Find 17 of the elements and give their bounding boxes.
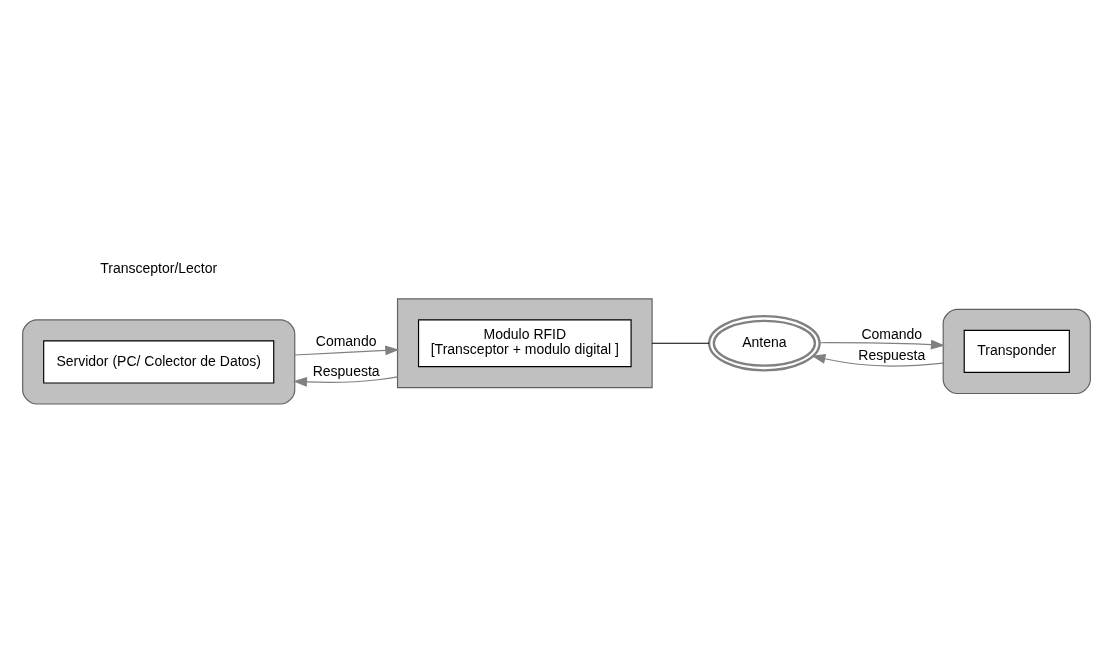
connector xyxy=(651,342,710,344)
arrow xyxy=(294,344,400,356)
node-box: Modulo RFID [Transceptor + modulo digital ] xyxy=(417,318,632,367)
edge-label: Respuesta xyxy=(312,361,380,378)
cluster xyxy=(396,297,653,388)
arrow xyxy=(293,375,399,387)
node-box: Transponder xyxy=(963,329,1070,373)
edge-label: Comando xyxy=(861,325,923,342)
cluster xyxy=(942,308,1091,394)
arrow xyxy=(811,353,944,367)
label: Transceptor/Lector xyxy=(100,259,218,276)
node-ellipse: Antena xyxy=(708,314,821,371)
node-box: Servidor (PC/ Colector de Datos) xyxy=(43,339,275,384)
edge-label: Respuesta xyxy=(858,346,926,363)
arrow xyxy=(819,339,945,350)
cluster xyxy=(22,318,296,405)
edge-label: Comando xyxy=(315,332,377,349)
